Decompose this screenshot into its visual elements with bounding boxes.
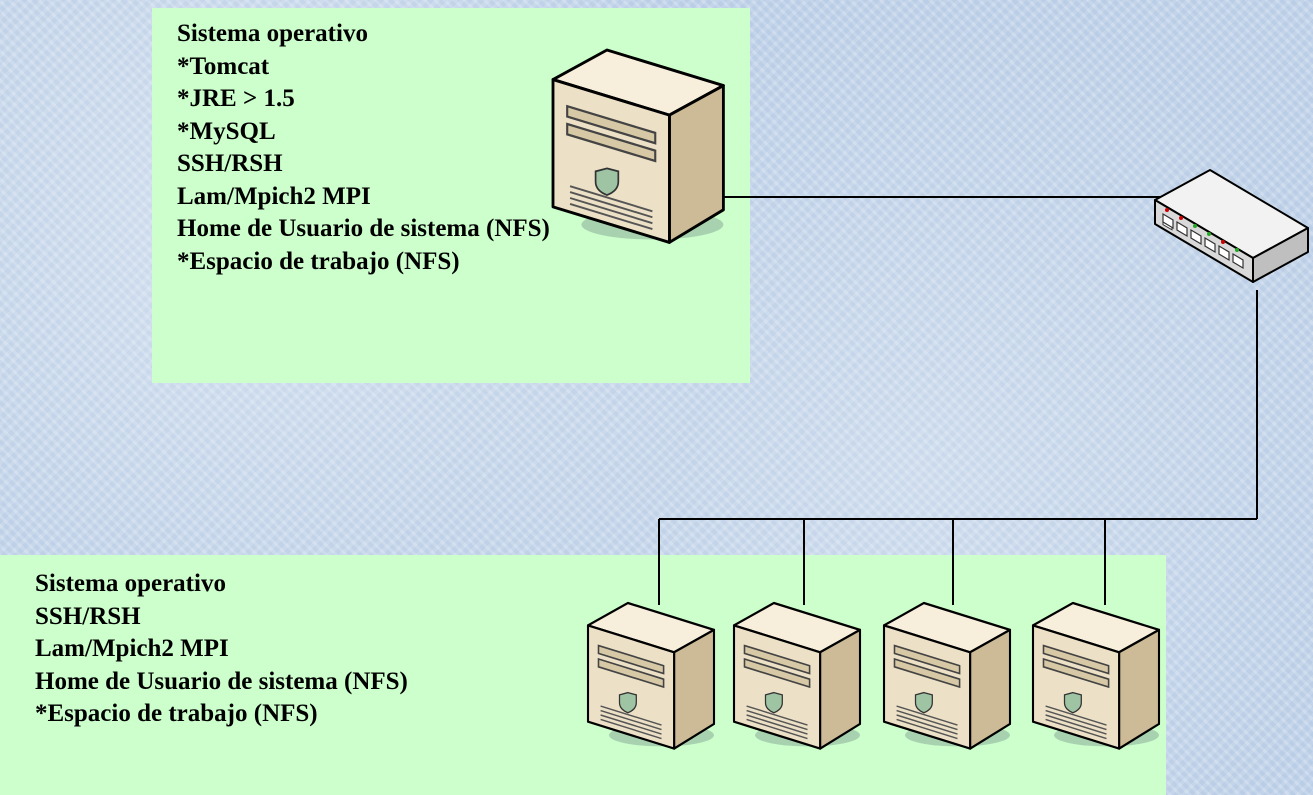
compute-line: Home de Usuario de sistema (NFS) (35, 667, 408, 695)
network-cables (658, 196, 1258, 605)
compute-line: Lam/Mpich2 MPI (35, 635, 229, 662)
compute-server-icon-3 (882, 601, 1012, 750)
compute-server-icon-2 (732, 601, 862, 750)
master-line: Home de Usuario de sistema (NFS) (177, 215, 550, 242)
master-line: *MySQL (177, 117, 276, 145)
compute-line: SSH/RSH (35, 602, 141, 630)
master-line: Lam/Mpich2 MPI (177, 182, 371, 210)
master-line: *Espacio de trabajo (NFS) (177, 247, 460, 275)
network-switch-icon (1154, 169, 1309, 283)
master-server-icon (551, 48, 725, 244)
master-line: *JRE > 1.5 (177, 85, 295, 112)
master-line: SSH/RSH (177, 150, 283, 177)
compute-server-icon-1 (586, 601, 716, 750)
master-line: *Tomcat (177, 52, 270, 80)
master-line: Sistema operativo (177, 20, 368, 47)
compute-line: Sistema operativo (35, 570, 226, 597)
compute-line: *Espacio de trabajo (NFS) (35, 700, 318, 727)
compute-server-icon-4 (1031, 601, 1161, 750)
